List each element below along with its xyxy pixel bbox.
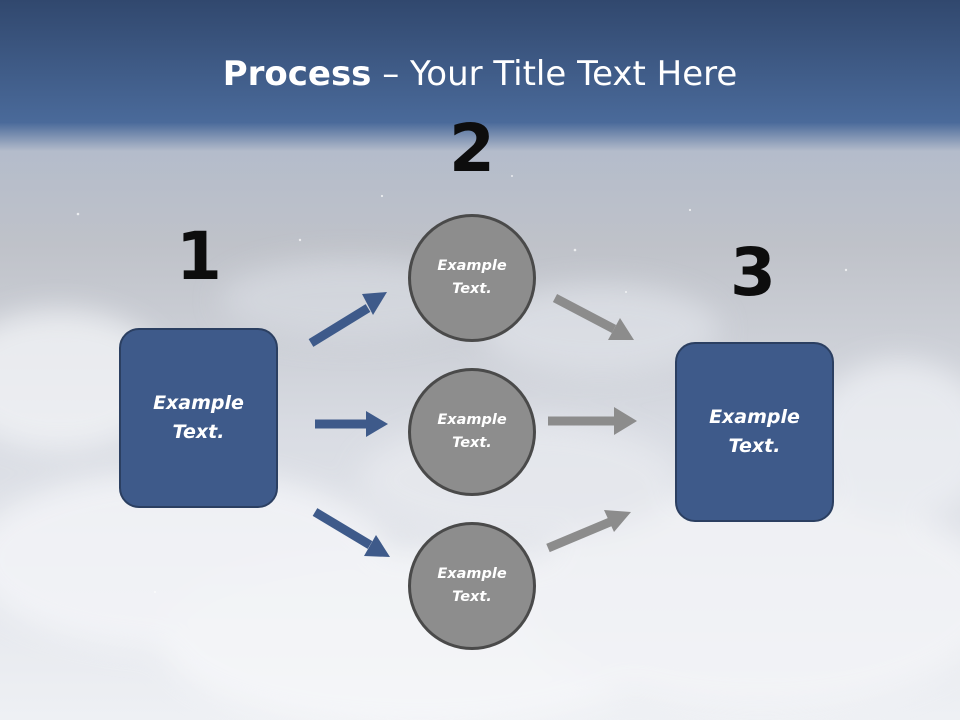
circle-top-label: Example Text. bbox=[437, 258, 507, 297]
source-box: Example Text. bbox=[119, 328, 278, 508]
process-circle-top: Example Text. bbox=[408, 214, 536, 342]
arrow-blue-down-shaft bbox=[312, 508, 373, 549]
arrow-gray-up-head bbox=[604, 510, 631, 532]
arrow-gray-down-shaft bbox=[552, 294, 617, 333]
arrow-blue-up-head bbox=[362, 292, 387, 315]
process-circle-middle: Example Text. bbox=[408, 368, 536, 496]
arrow-gray-down-head bbox=[608, 318, 634, 340]
title-bold: Process bbox=[222, 54, 372, 94]
process-circle-bottom: Example Text. bbox=[408, 522, 536, 650]
circle-bottom-label: Example Text. bbox=[437, 566, 507, 605]
target-box: Example Text. bbox=[675, 342, 834, 522]
arrow-blue-up-shaft bbox=[308, 304, 371, 347]
source-box-label: Example Text. bbox=[153, 392, 244, 443]
circle-middle-label: Example Text. bbox=[437, 412, 507, 451]
arrow-gray-up-shaft bbox=[546, 517, 612, 553]
title-rest: – Your Title Text Here bbox=[371, 54, 738, 94]
step-number-2: 2 bbox=[449, 110, 495, 187]
page-title: Process – Your Title Text Here bbox=[0, 52, 960, 96]
target-box-label: Example Text. bbox=[709, 406, 800, 457]
step-number-3: 3 bbox=[730, 234, 776, 311]
step-number-1: 1 bbox=[176, 218, 222, 295]
arrow-blue-down-head bbox=[364, 535, 390, 557]
arrow-blue-right-head bbox=[366, 411, 388, 437]
arrow-gray-right-head bbox=[614, 407, 637, 435]
